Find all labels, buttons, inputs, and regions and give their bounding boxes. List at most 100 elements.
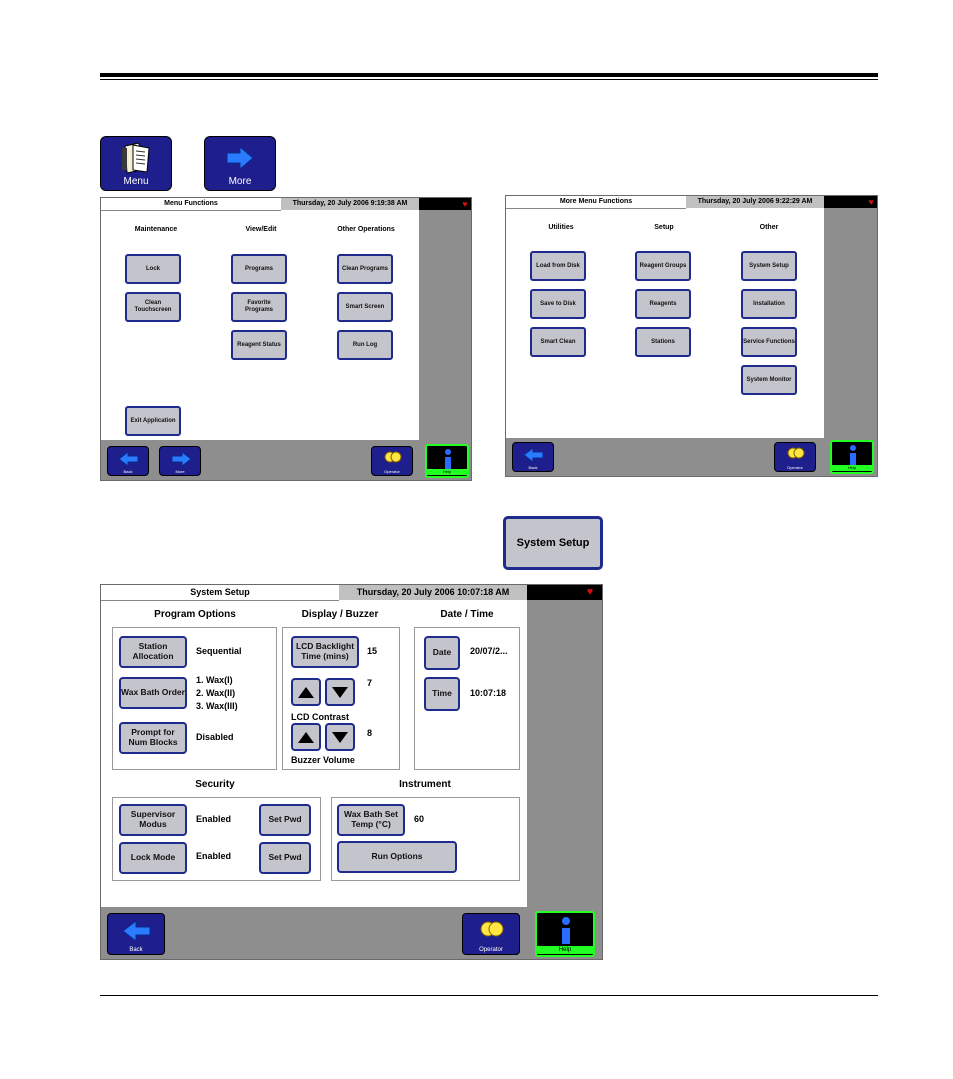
- programs-button[interactable]: Programs: [231, 254, 287, 284]
- more-button[interactable]: More: [204, 136, 276, 191]
- supervisor-modus-button[interactable]: Supervisor Modus: [119, 804, 187, 836]
- left-arrow-icon: [122, 920, 151, 942]
- wax-order-2: 2. Wax(II): [196, 688, 236, 698]
- favorite-programs-button[interactable]: Favorite Programs: [231, 292, 287, 322]
- more-menu-screen: More Menu Functions Thursday, 20 July 20…: [505, 195, 878, 477]
- time-value: 10:07:18: [470, 688, 507, 698]
- col-utilities: Utilities: [548, 224, 574, 231]
- system-setup-screen: System Setup Thursday, 20 July 2006 10:0…: [100, 584, 603, 960]
- header-status-area: [419, 198, 471, 210]
- back-button[interactable]: Back: [107, 913, 165, 955]
- bottom-bar: [506, 438, 824, 476]
- program-options-title: Program Options: [154, 609, 236, 620]
- right-arrow-icon: [205, 141, 275, 175]
- operator-icon: [384, 451, 402, 463]
- back-button[interactable]: Back: [107, 446, 149, 476]
- buzzer-up-button[interactable]: [291, 723, 321, 751]
- buzzer-value: 8: [367, 728, 373, 738]
- buzzer-down-button[interactable]: [325, 723, 355, 751]
- program-options-group: [112, 627, 277, 770]
- help-button[interactable]: Help: [535, 911, 595, 957]
- prompt-num-blocks-button[interactable]: Prompt for Num Blocks: [119, 722, 187, 754]
- date-time-group: [414, 627, 520, 770]
- system-setup-button[interactable]: System Setup: [503, 516, 603, 570]
- lcd-contrast-label: LCD Contrast: [291, 712, 349, 722]
- top-rule-thin: [100, 79, 878, 80]
- info-icon: [445, 449, 451, 469]
- col-view-edit: View/Edit: [245, 226, 277, 233]
- buzzer-volume-label: Buzzer Volume: [291, 755, 355, 765]
- system-setup-small-button[interactable]: System Setup: [741, 251, 797, 281]
- set-pwd-lock-button[interactable]: Set Pwd: [259, 842, 311, 874]
- back-label: Back: [123, 469, 133, 474]
- set-pwd-supervisor-button[interactable]: Set Pwd: [259, 804, 311, 836]
- reagents-button[interactable]: Reagents: [635, 289, 691, 319]
- operator-button[interactable]: Operator: [462, 913, 520, 955]
- down-arrow-icon: [332, 731, 348, 743]
- menu-book-icon: [101, 141, 171, 175]
- exit-application-button[interactable]: Exit Application: [125, 406, 181, 436]
- wax-bath-temp-button[interactable]: Wax Bath Set Temp (°C): [337, 804, 405, 836]
- screen-title: Menu Functions: [101, 198, 281, 211]
- time-button[interactable]: Time: [424, 677, 460, 711]
- help-label: Help: [832, 465, 872, 471]
- back-button[interactable]: Back: [512, 442, 554, 472]
- load-from-disk-button[interactable]: Load from Disk: [530, 251, 586, 281]
- screen-title: More Menu Functions: [506, 196, 686, 209]
- run-options-button[interactable]: Run Options: [337, 841, 457, 873]
- side-panel: [419, 210, 471, 440]
- help-button[interactable]: Help: [830, 440, 874, 474]
- system-monitor-button[interactable]: System Monitor: [741, 365, 797, 395]
- col-setup: Setup: [654, 224, 674, 231]
- menu-button[interactable]: Menu: [100, 136, 172, 191]
- smart-screen-button[interactable]: Smart Screen: [337, 292, 393, 322]
- lcd-backlight-button[interactable]: LCD Backlight Time (mins): [291, 636, 359, 668]
- lock-mode-value: Enabled: [196, 851, 232, 861]
- reagent-groups-button[interactable]: Reagent Groups: [635, 251, 691, 281]
- more-button-label: More: [228, 176, 252, 187]
- operator-label: Operator: [384, 469, 400, 474]
- info-icon: [850, 445, 856, 465]
- down-arrow-icon: [332, 686, 348, 698]
- station-allocation-button[interactable]: Station Allocation: [119, 636, 187, 668]
- help-label: Help: [537, 946, 593, 954]
- operator-button[interactable]: Operator: [371, 446, 413, 476]
- operator-button[interactable]: Operator: [774, 442, 816, 472]
- operator-label: Operator: [787, 465, 803, 470]
- help-label: Help: [427, 469, 467, 475]
- lcd-contrast-down-button[interactable]: [325, 678, 355, 706]
- screen-datetime: Thursday, 20 July 2006 9:19:38 AM: [281, 198, 419, 210]
- wax-bath-order-button[interactable]: Wax Bath Order: [119, 677, 187, 709]
- lcd-contrast-value: 7: [367, 678, 373, 688]
- wax-order-3: 3. Wax(III): [196, 701, 238, 711]
- lock-mode-button[interactable]: Lock Mode: [119, 842, 187, 874]
- run-log-button[interactable]: Run Log: [337, 330, 393, 360]
- lock-button[interactable]: Lock: [125, 254, 181, 284]
- bottom-bar: [101, 440, 419, 480]
- clean-programs-button[interactable]: Clean Programs: [337, 254, 393, 284]
- wax-order-1: 1. Wax(I): [196, 675, 233, 685]
- back-label: Back: [129, 947, 143, 953]
- heart-icon: ♥: [462, 199, 468, 209]
- up-arrow-icon: [298, 686, 314, 698]
- smart-clean-button[interactable]: Smart Clean: [530, 327, 586, 357]
- more-small-button[interactable]: More: [159, 446, 201, 476]
- display-buzzer-title: Display / Buzzer: [301, 609, 379, 620]
- date-button[interactable]: Date: [424, 636, 460, 670]
- clean-touchscreen-button[interactable]: Clean Touchscreen: [125, 292, 181, 322]
- installation-button[interactable]: Installation: [741, 289, 797, 319]
- prompt-value: Disabled: [196, 732, 234, 742]
- operator-icon: [787, 447, 805, 459]
- reagent-status-button[interactable]: Reagent Status: [231, 330, 287, 360]
- screen-datetime: Thursday, 20 July 2006 9:22:29 AM: [686, 196, 824, 208]
- side-panel: [824, 208, 877, 438]
- supervisor-value: Enabled: [196, 814, 232, 824]
- right-arrow-icon: [171, 451, 192, 467]
- date-value: 20/07/2...: [470, 646, 508, 656]
- date-time-title: Date / Time: [440, 609, 494, 620]
- stations-button[interactable]: Stations: [635, 327, 691, 357]
- save-to-disk-button[interactable]: Save to Disk: [530, 289, 586, 319]
- service-functions-button[interactable]: Service Functions: [741, 327, 797, 357]
- help-button[interactable]: Help: [425, 444, 469, 478]
- lcd-contrast-up-button[interactable]: [291, 678, 321, 706]
